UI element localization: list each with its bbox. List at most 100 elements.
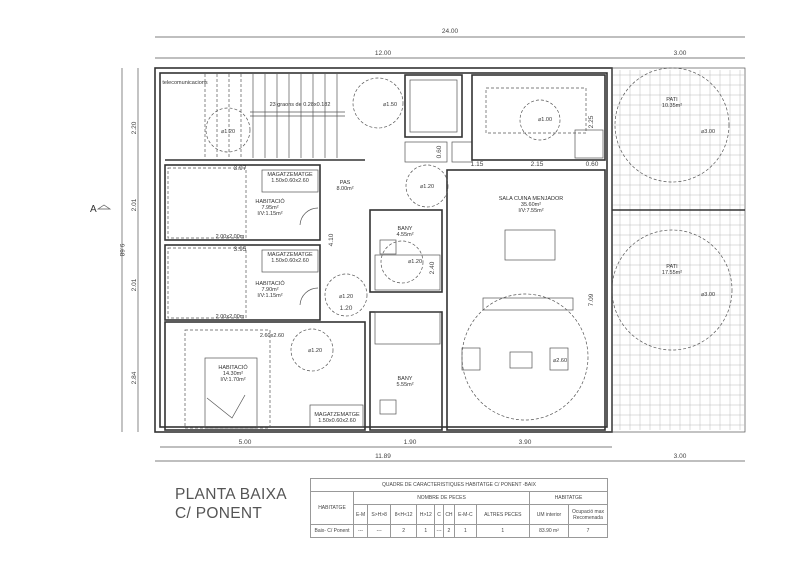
dim-k2: 2.15 (531, 161, 544, 168)
telecom-label: telecomunicacions (162, 80, 207, 86)
circle-label: ⌀2.60 (553, 358, 567, 364)
dim-pas-v: 4.10 (328, 233, 335, 246)
cell: 1 (454, 524, 477, 538)
dim-living-v: 7.09 (588, 293, 595, 306)
storage1 (261, 169, 319, 193)
dim-room2-w: 3.95 (234, 246, 247, 253)
bed2 (167, 247, 247, 319)
dim-room1-w: 3.97 (234, 165, 247, 172)
stairs (165, 111, 365, 161)
shower (374, 311, 441, 345)
coffee-table (509, 351, 533, 369)
dim-bottom-living: 3.90 (519, 439, 532, 446)
stairs-label: 23 graons de 0.28x0.182 (270, 102, 331, 108)
circle-label: ⌀3.00 (701, 292, 715, 298)
circle-label: ⌀1.20 (408, 259, 422, 265)
cell: 2 (390, 524, 418, 538)
bath2-name: BANY (398, 376, 413, 382)
patio-outline (611, 67, 746, 433)
dim-bath-v: 2.40 (429, 261, 436, 274)
col-header: Ocupació max Recomenada (568, 504, 608, 525)
cooktop (574, 129, 604, 159)
dim-kv: 2.25 (588, 115, 595, 128)
col-header: S>H>8 (367, 504, 392, 525)
room1-area: 7.95m² (261, 205, 278, 211)
group-habitatge: HABITATGE (529, 491, 608, 505)
cell: 1 (475, 524, 531, 538)
circle-label: ⌀1.20 (221, 129, 235, 135)
col-header: ALTRES PECES (475, 504, 531, 525)
circle-label: ⌀1.00 (538, 117, 552, 123)
turning-circles (205, 67, 733, 421)
bed-pillows (206, 394, 246, 419)
room1-iv: I/V:1.15m² (257, 211, 282, 217)
living-name: SALA CUINA MENJADOR (499, 196, 564, 202)
kitchen-walls (471, 74, 606, 161)
storage-name: MAGATZEMATGE (314, 412, 360, 418)
dim-bottom-total: 11.89 (375, 453, 391, 460)
pas-area: 8.00m² (336, 186, 353, 192)
living-walls (446, 169, 606, 431)
bed-label: 2.00x2.00m (216, 234, 245, 240)
storage-size: 1.50x0.60x2.60 (271, 258, 309, 264)
room2-name: HABITACIÓ (255, 280, 285, 287)
dim-top-patio: 3.00 (674, 50, 687, 57)
cell: Baix- C/ Ponent (310, 524, 354, 538)
group-peces: NOMBRE DE PECES (353, 491, 530, 505)
patio2-name: PATI (666, 264, 678, 270)
storage-name: MAGATZEMATGE (267, 252, 313, 258)
elevator-cabin (409, 79, 458, 133)
room2-area: 7.90m² (261, 287, 278, 293)
room2-iv: I/V:1.15m² (257, 293, 282, 299)
room3-iv: I/V:1.70m² (220, 377, 245, 383)
dim-top-total: 24.00 (442, 28, 459, 35)
bed-label: 2.00x2.00m (216, 314, 245, 320)
col-header: E-M-C (454, 504, 477, 525)
dim-corridor: 1.20 (340, 305, 353, 312)
dim-bottom-bath: 1.90 (404, 439, 417, 446)
circle-label: ⌀1.20 (420, 184, 434, 190)
door-room1 (299, 207, 319, 226)
cell: 83.90 m² (529, 524, 569, 538)
patio-grid (613, 70, 744, 430)
stair-treads (204, 74, 338, 158)
armchair-2 (549, 347, 569, 371)
room1-name: HABITACIÓ (255, 198, 285, 205)
dining-table (504, 229, 556, 261)
patio2-area: 17.55m² (662, 270, 682, 276)
dim-bottom-patio: 3.00 (674, 453, 687, 460)
section-marker: A (90, 204, 97, 215)
room3-walls (164, 321, 366, 431)
toilet-2 (379, 239, 397, 255)
pas-name: PAS (340, 180, 351, 186)
room3-area: 14.30m² (223, 371, 243, 377)
room3-name: HABITACIÓ (218, 364, 248, 371)
dim-bottom-rooms: 5.00 (239, 439, 252, 446)
armchair (461, 347, 481, 371)
cell: --- (434, 524, 444, 538)
cell: 1 (416, 524, 436, 538)
patio1-area: 10.35m² (662, 103, 682, 109)
door-room2 (299, 287, 319, 306)
dim-k3: 0.60 (586, 161, 599, 168)
dim-k1: 1.15 (471, 161, 484, 168)
dim-hall-v: 0.60 (436, 145, 443, 158)
cell: 2 (442, 524, 456, 538)
plan-title: PLANTA BAIXA C/ PONENT (175, 485, 287, 523)
inner-wall (159, 72, 608, 428)
living-iv: I/V:7.55m² (518, 208, 543, 214)
plan-title-line1: PLANTA BAIXA (175, 486, 287, 503)
storage-size: 1.50x0.60x2.60 (318, 418, 356, 424)
toilet (379, 399, 397, 415)
dim-left-4: 2.84 (131, 371, 138, 384)
characteristics-table: QUADRE DE CARACTERISTIQUES HABITATGE C/ … (310, 478, 608, 538)
room2-walls (164, 244, 321, 321)
dim-left-1: 2.20 (131, 121, 138, 134)
col-header: UM interior (529, 504, 569, 525)
circle-label: ⌀1.50 (383, 102, 397, 108)
cell: 7 (568, 524, 608, 538)
elevator (404, 74, 463, 138)
bath2-area: 5.55m² (396, 382, 413, 388)
col-header: H>12 (416, 504, 436, 525)
bathtub (374, 254, 441, 291)
